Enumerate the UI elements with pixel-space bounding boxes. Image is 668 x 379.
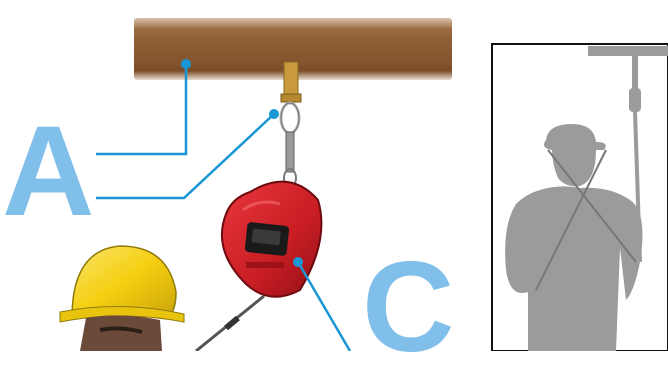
worker-hardhat-icon bbox=[59, 245, 185, 351]
lifeline-swivel bbox=[283, 131, 297, 188]
leader-line-c-device bbox=[296, 261, 352, 351]
fall-arrest-illustration bbox=[59, 18, 668, 351]
callout-letter-c: C bbox=[362, 236, 455, 379]
leader-dot-device bbox=[293, 257, 303, 267]
callout-leader-lines bbox=[96, 64, 352, 351]
leader-line-a-carabiner bbox=[96, 113, 275, 200]
leader-dot-carabiner bbox=[269, 109, 279, 119]
lifeline-cable bbox=[195, 294, 265, 351]
inset-silhouette-panel bbox=[491, 43, 668, 351]
anchor-connector-icon bbox=[280, 61, 302, 103]
self-retracting-lifeline-icon bbox=[220, 180, 323, 298]
leader-line-a-beam bbox=[96, 64, 188, 156]
leader-dot-beam bbox=[181, 59, 191, 69]
carabiner-icon bbox=[279, 101, 301, 135]
callout-letter-a: A bbox=[2, 100, 95, 243]
